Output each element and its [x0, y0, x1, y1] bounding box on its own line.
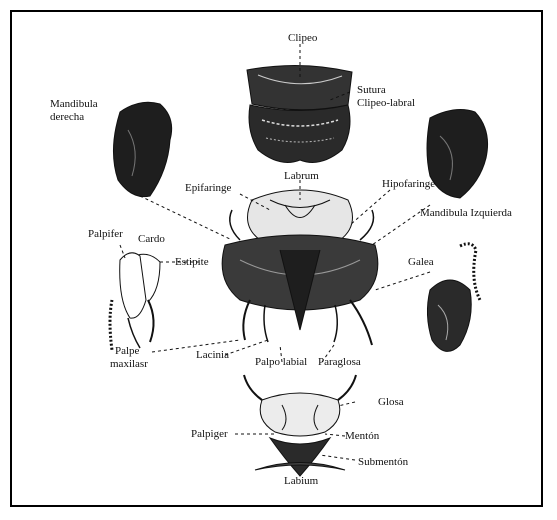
label-galea: Galea [408, 256, 434, 268]
label-palpo-labial: Palpo labial [255, 356, 307, 368]
label-hipofaringe: Hipofaringe [382, 178, 435, 190]
label-mandibula-izquierda: Mandibula Izquierda [420, 207, 512, 219]
label-lacinia: Lacinia [196, 349, 229, 361]
label-cardo: Cardo [138, 233, 165, 245]
label-labium: Labium [284, 475, 318, 487]
label-menton: Mentón [345, 430, 379, 442]
label-palpe-line1: Palpe [115, 345, 139, 357]
maxilla-illustration [110, 253, 160, 350]
clypeus-labrum-illustration [247, 65, 352, 162]
label-sutura: Sutura [357, 84, 386, 96]
central-mouthparts-illustration [222, 190, 378, 345]
label-palpe-line2: maxilasr [110, 358, 148, 370]
label-epifaringe: Epifaringe [185, 182, 231, 194]
left-mandible-illustration [427, 110, 488, 198]
label-paraglosa: Paraglosa [318, 356, 361, 368]
label-submenton: Submentón [358, 456, 408, 468]
label-palpiger: Palpiger [191, 428, 228, 440]
label-mandibula-derecha-line1: Mandibula [50, 98, 98, 110]
label-palpifer: Palpifer [88, 228, 123, 240]
right-mandible-illustration [113, 102, 171, 196]
label-clipeo-labral: Clipeo-labral [357, 97, 415, 109]
label-mandibula-derecha-line2: derecha [50, 111, 84, 123]
label-glosa: Glosa [378, 396, 404, 408]
label-clipeo: Clipeo [288, 32, 317, 44]
labium-illustration [244, 375, 356, 476]
galea-illustration [427, 244, 480, 352]
label-estipite: Estipite [175, 256, 209, 268]
label-labrum: Labrum [284, 170, 319, 182]
